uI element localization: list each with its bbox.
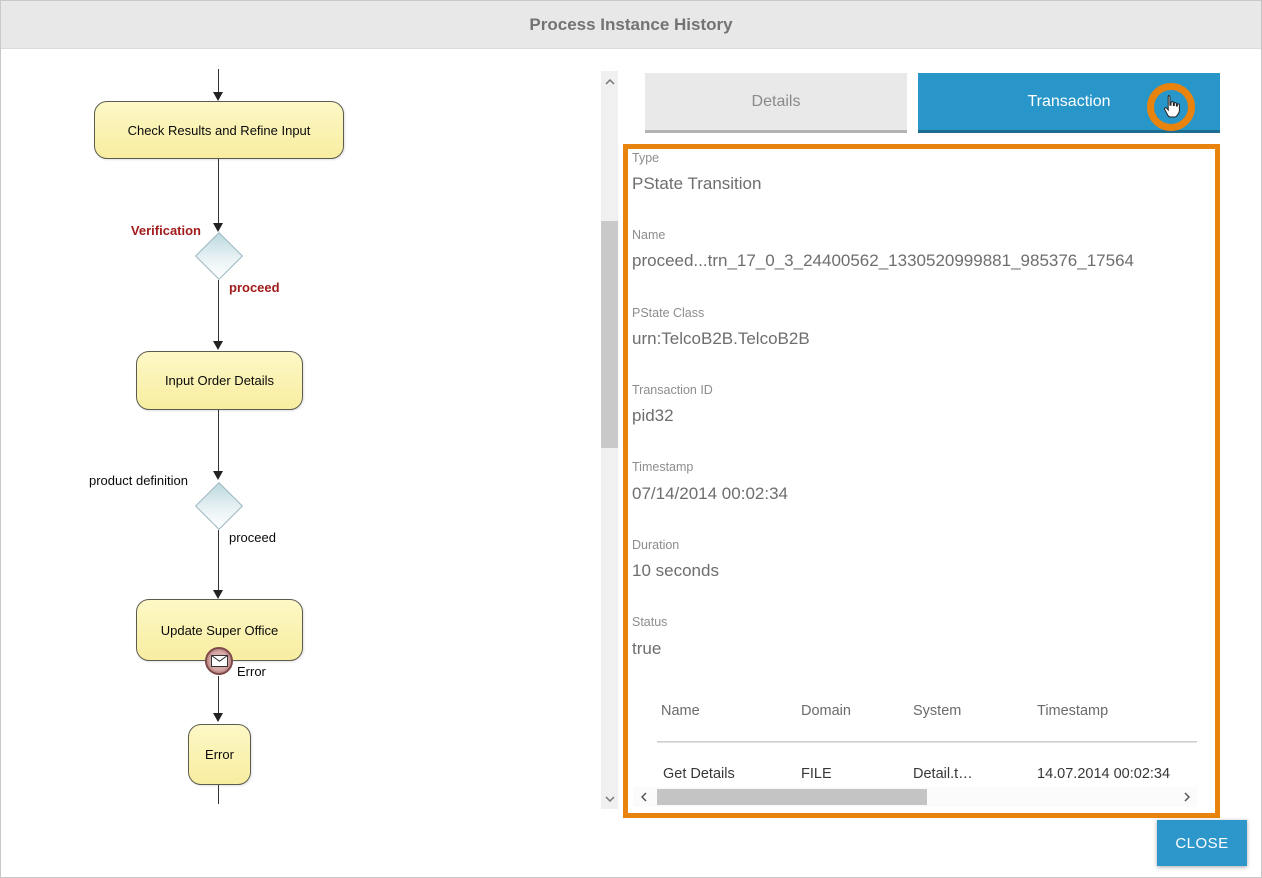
transaction-detail-panel <box>623 144 1220 818</box>
field-label-type: Type <box>632 151 660 165</box>
dialog-title: Process Instance History <box>529 14 733 34</box>
flow-node-input-order-details[interactable]: Input Order Details <box>136 351 303 410</box>
flow-node-label: Check Results and Refine Input <box>127 122 311 138</box>
table-header-divider <box>657 741 1197 743</box>
field-label-transaction-id: Transaction ID <box>632 383 713 397</box>
scroll-right-icon[interactable] <box>1178 788 1195 805</box>
tab-details[interactable]: Details <box>645 73 907 133</box>
table-cell-system: Detail.t… <box>913 766 973 782</box>
arrowhead-icon <box>213 713 223 722</box>
table-header-domain: Domain <box>801 703 851 719</box>
gateway-product-definition[interactable] <box>194 481 244 531</box>
flow-node-label: Error <box>205 747 234 762</box>
highlight-ring <box>1147 83 1195 131</box>
hand-cursor-icon <box>1164 95 1180 118</box>
table-cell-name: Get Details <box>663 766 735 782</box>
flow-edge <box>218 676 219 713</box>
table-cell-timestamp: 14.07.2014 00:02:34 <box>1037 766 1171 782</box>
gateway-label-verification: Verification <box>130 223 201 238</box>
arrowhead-icon <box>213 590 223 599</box>
scroll-left-icon[interactable] <box>635 788 652 805</box>
flow-edge <box>218 410 219 471</box>
vertical-scrollbar-thumb[interactable] <box>601 221 618 448</box>
flow-edge <box>218 280 219 341</box>
field-value-transaction-id: pid32 <box>632 406 674 425</box>
table-cell-domain: FILE <box>801 766 832 782</box>
arrowhead-icon <box>213 92 223 101</box>
close-button[interactable]: CLOSE <box>1157 820 1247 866</box>
arrowhead-icon <box>213 341 223 350</box>
edge-label-proceed-2: proceed <box>229 530 276 545</box>
dialog-titlebar: Process Instance History <box>1 1 1261 49</box>
field-value-pstate-class: urn:TelcoB2B.TelcoB2B <box>632 329 810 348</box>
horizontal-scrollbar-thumb[interactable] <box>657 789 927 805</box>
field-label-status: Status <box>632 615 668 629</box>
arrowhead-icon <box>213 223 223 232</box>
flow-node-error[interactable]: Error <box>188 724 251 785</box>
flow-edge <box>218 159 219 223</box>
flow-node-label: Input Order Details <box>164 373 275 388</box>
field-value-status: true <box>632 639 662 658</box>
table-header-name: Name <box>661 703 700 719</box>
scroll-down-icon[interactable] <box>601 790 618 807</box>
scroll-up-icon[interactable] <box>601 73 618 90</box>
table-header-system: System <box>913 703 962 719</box>
field-label-timestamp: Timestamp <box>632 460 694 474</box>
flow-edge <box>218 69 219 92</box>
horizontal-scrollbar[interactable] <box>633 787 1197 807</box>
vertical-scrollbar[interactable] <box>601 71 618 809</box>
gateway-label-product-definition: product definition <box>89 473 189 488</box>
field-label-duration: Duration <box>632 538 680 552</box>
field-value-name: proceed...trn_17_0_3_24400562_1330520999… <box>632 251 1134 270</box>
flow-node-label: Update Super Office <box>160 622 279 638</box>
error-event-circle <box>205 647 233 675</box>
gateway-verification[interactable] <box>194 231 244 281</box>
field-value-type: PState Transition <box>632 174 762 193</box>
tab-details-label: Details <box>751 92 801 110</box>
flow-edge <box>218 530 219 590</box>
envelope-icon <box>210 655 228 667</box>
flow-edge <box>218 785 219 804</box>
table-header-timestamp: Timestamp <box>1037 703 1109 719</box>
arrowhead-icon <box>213 471 223 480</box>
edge-label-proceed-1: proceed <box>229 280 280 295</box>
field-value-timestamp: 07/14/2014 00:02:34 <box>632 484 788 503</box>
error-event-label: Error <box>237 664 266 679</box>
tab-transaction-label: Transaction <box>1027 92 1111 110</box>
field-label-name: Name <box>632 228 666 242</box>
flow-node-check-results[interactable]: Check Results and Refine Input <box>94 101 344 159</box>
field-value-duration: 10 seconds <box>632 561 719 580</box>
field-label-pstate-class: PState Class <box>632 306 705 320</box>
